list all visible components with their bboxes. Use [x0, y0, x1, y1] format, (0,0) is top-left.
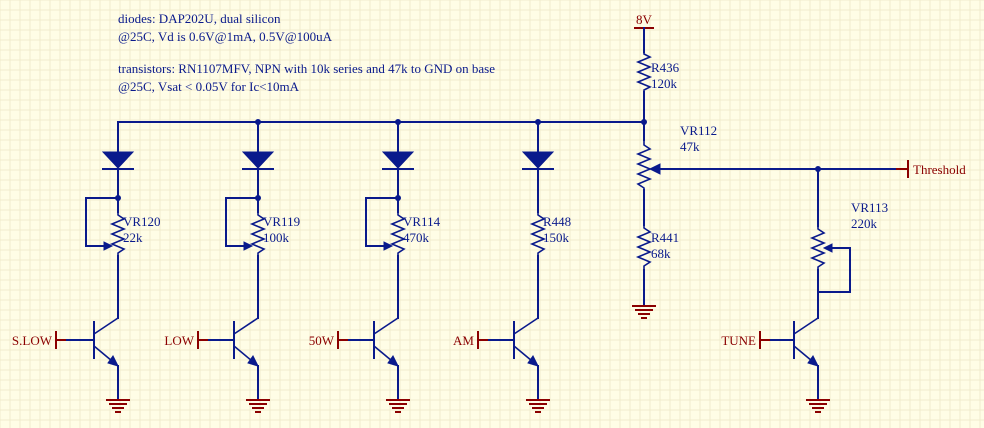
junction-rail — [641, 119, 647, 125]
potentiometer-vr113: VR113 220k — [809, 168, 888, 319]
threshold-port: Threshold — [896, 160, 966, 178]
vr114-value: 470k — [403, 230, 430, 245]
vr113-value: 220k — [851, 216, 878, 231]
note-vsat: @25C, Vsat < 0.05V for Ic<10mA — [118, 79, 300, 94]
transistor-tune: TUNE — [721, 317, 830, 413]
threshold-label: Threshold — [913, 162, 966, 177]
tune-stage: TUNE — [721, 317, 830, 413]
note-diode-vd: @25C, Vd is 0.6V@1mA, 0.5V@100uA — [118, 29, 333, 44]
r436-value: 120k — [651, 76, 678, 91]
vr113-ref: VR113 — [851, 200, 888, 215]
power-8v-label: 8V — [636, 12, 653, 27]
potentiometer-vr112: VR112 47k — [635, 123, 909, 190]
port-low-label: LOW — [164, 333, 194, 348]
transistor-am: AM — [453, 317, 550, 413]
transistor-50w: 50W — [309, 317, 410, 413]
port-50w-label: 50W — [309, 333, 335, 348]
port-am-label: AM — [453, 333, 474, 348]
vr120-value: 22k — [123, 230, 143, 245]
port-tune-label: TUNE — [721, 333, 756, 348]
note-diodes: diodes: DAP202U, dual silicon — [118, 11, 281, 26]
vr114-ref: VR114 — [403, 214, 441, 229]
note-transistors: transistors: RN1107MFV, NPN with 10k ser… — [118, 61, 495, 76]
vr119-value: 100k — [263, 230, 290, 245]
resistor-r441: R441 68k — [635, 225, 679, 270]
r448-value: 150k — [543, 230, 570, 245]
vr119-ref: VR119 — [263, 214, 300, 229]
channel-stages: VR12022kS.LOWVR119100kLOWVR114470k50WR44… — [12, 119, 571, 413]
resistor-r436: R436 120k — [635, 52, 680, 92]
ground-r441 — [632, 305, 656, 319]
transistor-s-low: S.LOW — [12, 317, 130, 413]
r441-value: 68k — [651, 246, 671, 261]
port-s-low-label: S.LOW — [12, 333, 53, 348]
transistor-low: LOW — [164, 317, 270, 413]
r436-ref: R436 — [651, 60, 680, 75]
r448-ref: R448 — [543, 214, 571, 229]
vr112-value: 47k — [680, 139, 700, 154]
power-8v: 8V — [634, 12, 654, 53]
vr120-ref: VR120 — [123, 214, 161, 229]
vr112-ref: VR112 — [680, 123, 717, 138]
r441-ref: R441 — [651, 230, 679, 245]
